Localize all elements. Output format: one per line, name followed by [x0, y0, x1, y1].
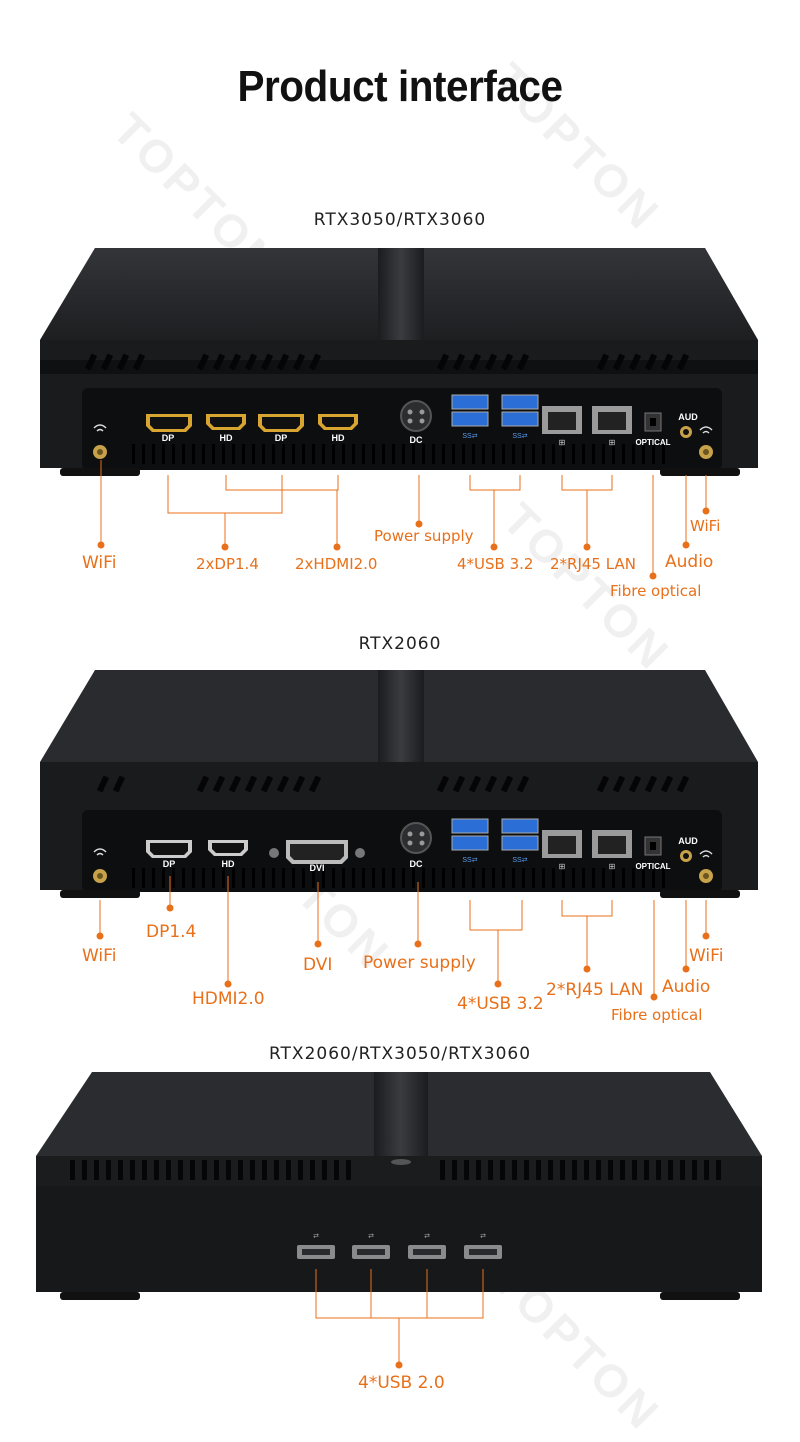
hd1-label: HD	[220, 433, 233, 443]
optical-port	[644, 412, 662, 432]
dc-power-port	[400, 400, 432, 432]
usb2-ports: ⇄ ⇄ ⇄ ⇄	[297, 1233, 502, 1259]
device-front: ⇄ ⇄ ⇄ ⇄	[36, 1072, 762, 1300]
device-rtx2060-rear: DP HD DVI DC SS⇄SS⇄ ⊞⊞ OPTICAL AUD	[40, 670, 758, 898]
hd2-label: HD	[332, 433, 345, 443]
svg-text:⊞: ⊞	[559, 438, 566, 447]
callout-dvi-2: DVI	[303, 955, 333, 975]
wifi-antenna-left	[93, 424, 107, 459]
optical-label: OPTICAL	[635, 438, 670, 447]
callout-wifi-left-1: WiFi	[82, 553, 117, 573]
svg-text:SS⇄: SS⇄	[512, 857, 527, 864]
callout-power-1: Power supply	[374, 527, 474, 545]
callout-lan-2: 2*RJ45 LAN	[546, 980, 644, 1000]
svg-text:⇄: ⇄	[313, 1233, 319, 1240]
rj45-ports: ⊞⊞	[542, 830, 632, 871]
callout-dp-1: 2xDP1.4	[196, 555, 259, 573]
callout-audio-2: Audio	[662, 977, 711, 997]
callout-usb-2: 4*USB 3.2	[457, 994, 544, 1014]
section3-title: RTX2060/RTX3050/RTX3060	[268, 1044, 532, 1064]
optical-label: OPTICAL	[635, 862, 670, 871]
audio-jack	[680, 850, 692, 862]
callout-lines-section2	[96, 876, 710, 1001]
dc-power-port	[400, 822, 432, 854]
hdmi-port-2	[318, 414, 358, 430]
svg-text:⊞: ⊞	[609, 862, 616, 871]
aud-label: AUD	[678, 836, 698, 846]
callout-wifi-right-1: WiFi	[690, 517, 721, 535]
callout-lan-1: 2*RJ45 LAN	[550, 555, 636, 573]
svg-text:⇄: ⇄	[368, 1233, 374, 1240]
section2-title: RTX2060	[358, 634, 442, 654]
svg-text:⇄: ⇄	[424, 1233, 430, 1240]
usb3-ports: SS⇄ SS⇄	[451, 394, 539, 440]
usb3-ports: SS⇄ SS⇄	[451, 818, 539, 864]
wifi-antenna-left	[93, 848, 107, 883]
callout-hdmi-2: HDMI2.0	[192, 989, 265, 1009]
callout-optical-1: Fibre optical	[610, 582, 702, 600]
svg-text:SS⇄: SS⇄	[512, 433, 527, 440]
dp1-label: DP	[162, 433, 175, 443]
callout-usb-1: 4*USB 3.2	[457, 555, 534, 573]
callout-power-2: Power supply	[363, 953, 476, 973]
svg-text:SS⇄: SS⇄	[462, 433, 477, 440]
wifi-antenna-right	[699, 850, 713, 883]
wifi-antenna-right	[699, 426, 713, 459]
device-rtx3050-rear: DP HD DP HD DC SS⇄SS⇄ ⊞⊞ OPTICAL AUD	[40, 248, 758, 476]
audio-jack	[680, 426, 692, 438]
aud-label: AUD	[678, 412, 698, 422]
callout-lines-section3	[315, 1269, 484, 1369]
svg-text:⇄: ⇄	[480, 1233, 486, 1240]
dc-label: DC	[410, 859, 423, 869]
optical-port	[644, 836, 662, 856]
section1-title: RTX3050/RTX3060	[313, 210, 487, 230]
page-title: Product interface	[237, 62, 563, 111]
hd-label: HD	[222, 859, 235, 869]
dvi-port	[269, 840, 365, 864]
callout-optical-2: Fibre optical	[611, 1006, 703, 1024]
dvi-label: DVI	[309, 863, 324, 873]
dp-port	[146, 840, 192, 858]
svg-text:SS⇄: SS⇄	[462, 857, 477, 864]
callout-usb2-3: 4*USB 2.0	[358, 1373, 445, 1393]
rj45-ports: ⊞⊞	[542, 406, 632, 447]
callout-dp-2: DP1.4	[146, 922, 197, 942]
dc-label: DC	[410, 435, 423, 445]
callout-audio-1: Audio	[665, 552, 714, 572]
dp-port-2	[258, 414, 304, 432]
dp2-label: DP	[275, 433, 288, 443]
hdmi-port	[208, 840, 248, 856]
dp-port-1	[146, 414, 192, 432]
callout-hdmi-1: 2xHDMI2.0	[295, 555, 378, 573]
hdmi-port-1	[206, 414, 246, 430]
svg-text:⊞: ⊞	[559, 862, 566, 871]
callout-wifi-right-2: WiFi	[689, 946, 724, 966]
callout-lines-section1	[97, 460, 710, 580]
callout-wifi-left-2: WiFi	[82, 946, 117, 966]
svg-text:⊞: ⊞	[609, 438, 616, 447]
dp-label: DP	[163, 859, 176, 869]
